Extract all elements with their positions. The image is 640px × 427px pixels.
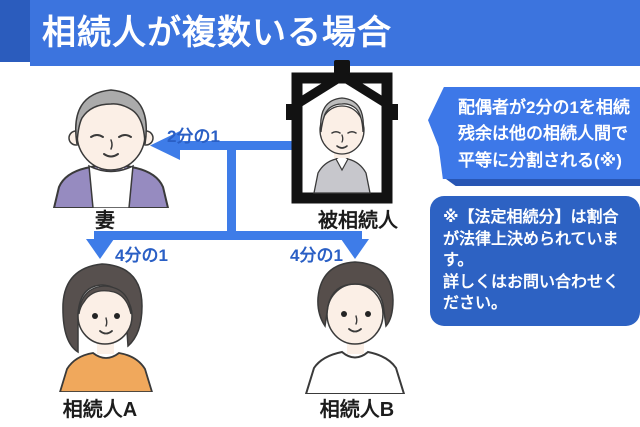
arrow-to-heir-a-head (86, 239, 114, 259)
fraction-to-wife: 2分の1 (167, 127, 220, 146)
wife-illustration (52, 89, 170, 208)
mourning-ribbon-left (291, 72, 345, 110)
mourning-ribbon-right (339, 72, 393, 110)
spouse-share-callout-shadow (446, 179, 640, 186)
deceased-label: 被相続人 (318, 210, 398, 232)
spouse-share-callout: 配偶者が2分の1を相続 残余は他の相続人間で 平等に分割される(※) (428, 87, 640, 179)
heir-b-illustration (304, 261, 406, 394)
fraction-to-heir-a: 4分の1 (115, 246, 168, 265)
legal-share-note-box: ※【法定相続分】は割合が法律上決められています。 詳しくはお問い合わせください。 (430, 196, 640, 326)
heir-b-label: 相続人B (319, 399, 395, 421)
wife-label: 妻 (95, 210, 115, 232)
arrow-to-heir-b-head (341, 239, 369, 259)
deceased-memorial-portrait-illustration (286, 60, 398, 204)
heirs-horizontal-connector (94, 231, 362, 240)
header-bar (30, 0, 640, 66)
fraction-to-heir-b: 4分の1 (290, 246, 343, 265)
page-title: 相続人が複数いる場合 (42, 14, 392, 52)
arrow-to-wife-head (150, 131, 180, 160)
portrait-knob (334, 60, 350, 74)
legal-share-note-line1: ※【法定相続分】は割合が法律上決められています。 (443, 209, 619, 270)
legal-share-note-line2: 詳しくはお問い合わせください。 (443, 273, 620, 313)
heir-a-label: 相続人A (62, 399, 138, 421)
vertical-connector (227, 145, 236, 237)
heir-a-illustration (59, 263, 153, 392)
spouse-share-callout-text: 配偶者が2分の1を相続 残余は他の相続人間で 平等に分割される(※) (458, 98, 630, 170)
header-accent-square (0, 0, 30, 62)
